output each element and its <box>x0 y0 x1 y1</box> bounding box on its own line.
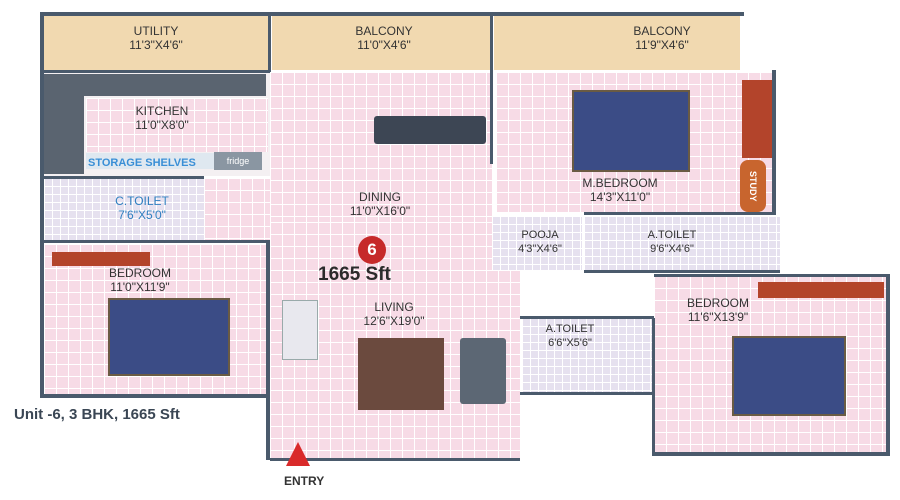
wall-master-bottom <box>584 212 776 215</box>
wall-right-bedroom-right <box>886 274 890 456</box>
living-size: 12'6"X19'0" <box>363 314 425 328</box>
attached-toilet-1-name: A.TOILET <box>647 229 697 241</box>
wall-kitchen-dining <box>268 14 271 72</box>
wall-toilet1-bottom <box>584 270 780 273</box>
wall-left <box>40 12 44 396</box>
balcony-1-size: 11'0"X4'6" <box>357 38 411 52</box>
balcony-1-area <box>272 14 490 70</box>
balcony-1-label: BALCONY 11'0"X4'6" <box>355 24 412 52</box>
balcony-2-name: BALCONY <box>633 24 691 38</box>
unit-caption: Unit -6, 3 BHK, 1665 Sft <box>14 406 180 423</box>
attached-toilet-2-area <box>522 318 652 394</box>
utility-size: 11'3"X4'6" <box>129 38 183 52</box>
wall-balcony-divider <box>490 14 493 164</box>
dining-label: DINING 11'0"X16'0" <box>350 190 410 218</box>
balcony-1-name: BALCONY <box>355 24 413 38</box>
wall-right-bedroom-bottom <box>654 452 890 456</box>
right-bedroom-name: BEDROOM <box>686 296 750 310</box>
right-bedroom-label: BEDROOM 11'6"X13'9" <box>687 296 749 324</box>
left-bedroom-name: BEDROOM <box>108 266 172 280</box>
utility-label: UTILITY 11'3"X4'6" <box>129 24 183 52</box>
left-bed <box>108 298 230 376</box>
storage-shelves-label: STORAGE SHELVES <box>88 157 196 169</box>
dining-size: 11'0"X16'0" <box>349 204 411 218</box>
attached-toilet-2-size: 6'6"X5'6" <box>548 337 592 349</box>
pooja-size: 4'3"X4'6" <box>518 243 562 255</box>
living-name: LIVING <box>374 300 414 314</box>
right-bedroom-area <box>654 276 888 454</box>
balcony-2-size: 11'9"X4'6" <box>635 38 689 52</box>
kitchen-counter-top <box>44 74 266 96</box>
right-wardrobe <box>758 282 884 298</box>
study-label: STUDY <box>740 160 766 212</box>
attached-toilet-2-label: A.TOILET 6'6"X5'6" <box>546 322 595 350</box>
wall-living-left <box>266 240 270 460</box>
master-bedroom-name: M.BEDROOM <box>582 176 658 190</box>
pooja-label: POOJA 4'3"X4'6" <box>518 228 562 256</box>
kitchen-label: KITCHEN 11'0"X8'0" <box>135 104 189 132</box>
entry-arrow-icon <box>286 442 310 466</box>
wall-master-right <box>772 70 776 214</box>
utility-area <box>44 14 270 70</box>
kitchen-name: KITCHEN <box>135 104 189 118</box>
kitchen-size: 11'0"X8'0" <box>135 118 189 132</box>
left-bedroom-size: 11'0"X11'9" <box>110 280 170 294</box>
wall-left-bottom <box>40 394 268 398</box>
common-toilet-name: C.TOILET <box>115 194 169 208</box>
wall-right-bedroom-left <box>652 318 655 456</box>
common-toilet-area <box>44 178 204 240</box>
kitchen-floor <box>86 98 268 152</box>
dining-area <box>270 72 492 222</box>
living-sofa <box>460 338 506 404</box>
pooja-name: POOJA <box>521 229 559 241</box>
living-rug <box>358 338 444 410</box>
wall-toilet-top <box>44 176 204 179</box>
attached-toilet-2-name: A.TOILET <box>545 323 595 335</box>
fridge: fridge <box>214 152 262 170</box>
living-tv-unit <box>282 300 318 360</box>
right-bed <box>732 336 846 416</box>
master-bedroom-size: 14'3"X11'0" <box>589 190 651 204</box>
kitchen-counter-left <box>44 96 84 174</box>
wall-top <box>40 12 744 16</box>
balcony-2-area <box>494 14 740 70</box>
attached-toilet-1-size: 9'6"X4'6" <box>650 243 694 255</box>
unit-area-label: 1665 Sft <box>318 264 391 285</box>
passage-area <box>204 178 270 240</box>
right-bedroom-size: 11'6"X13'9" <box>687 310 749 324</box>
wall-utility-kitchen <box>44 70 270 73</box>
pooja-area <box>492 216 582 270</box>
entry-label: ENTRY <box>284 474 325 488</box>
left-bedroom-label: BEDROOM 11'0"X11'9" <box>109 266 171 294</box>
wall-right-bedroom-top <box>654 274 890 277</box>
living-label: LIVING 12'6"X19'0" <box>363 300 424 328</box>
master-bed <box>572 90 690 172</box>
wall-living-bottom <box>270 458 520 461</box>
attached-toilet-1-area <box>584 216 780 270</box>
left-wardrobe <box>52 252 150 266</box>
wall-bedroom-top <box>44 240 270 243</box>
wall-toilet2-bottom <box>520 392 654 395</box>
dining-name: DINING <box>358 190 401 204</box>
common-toilet-label: C.TOILET 7'6"X5'0" <box>115 194 169 222</box>
dining-table <box>374 116 486 144</box>
utility-name: UTILITY <box>133 24 179 38</box>
balcony-2-label: BALCONY 11'9"X4'6" <box>633 24 690 52</box>
attached-toilet-1-label: A.TOILET 9'6"X4'6" <box>648 228 697 256</box>
wall-toilet2-top <box>520 316 654 319</box>
common-toilet-size: 7'6"X5'0" <box>118 208 166 222</box>
master-wardrobe <box>742 80 772 158</box>
unit-number-badge: 6 <box>358 236 386 264</box>
master-bedroom-label: M.BEDROOM 14'3"X11'0" <box>582 176 657 204</box>
